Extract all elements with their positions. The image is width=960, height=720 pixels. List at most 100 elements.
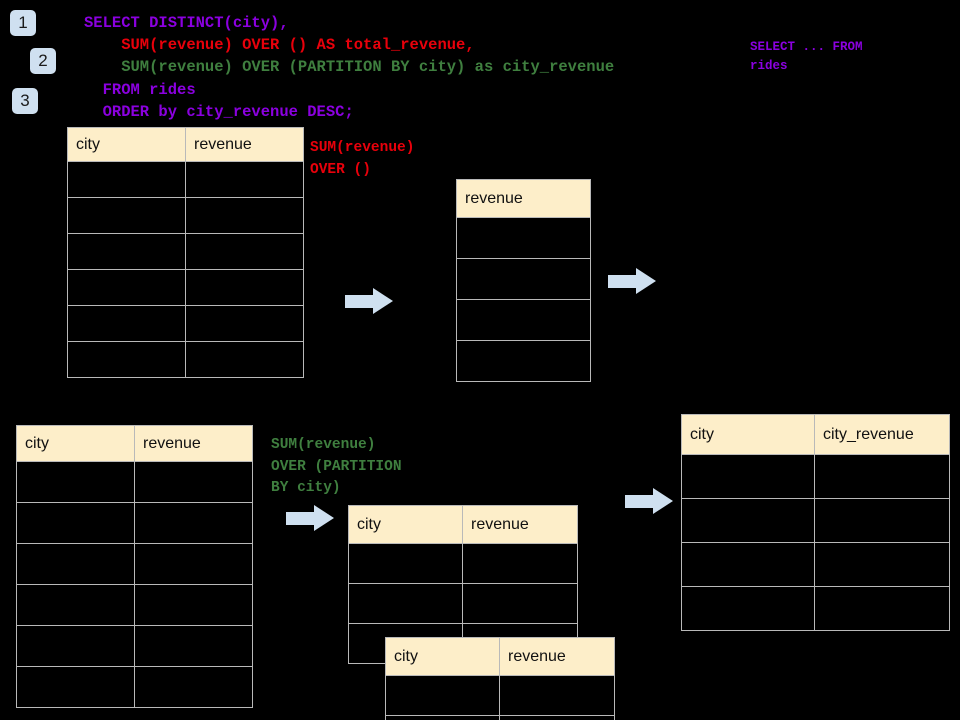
column-header-revenue: revenue: [134, 425, 253, 462]
table-cell: [134, 666, 253, 708]
table-row: [16, 502, 253, 544]
table-row: [67, 269, 304, 306]
annotation-total-revenue: SUM(revenue) OVER (): [310, 140, 415, 178]
arrow-source-to-partition: [286, 505, 334, 531]
table-cell: [134, 584, 253, 626]
column-header-revenue: revenue: [462, 505, 578, 544]
sql-line-city-revenue: SUM(revenue) OVER (PARTITION BY city) as…: [84, 58, 615, 76]
table-row: [681, 542, 950, 587]
column-header-revenue: revenue: [456, 179, 591, 218]
table-cell: [16, 543, 135, 585]
table-cell: [814, 498, 950, 543]
table-row: [456, 217, 591, 259]
table-cell: [681, 586, 815, 631]
arrow-shaft: [286, 512, 316, 525]
table-row: [456, 299, 591, 341]
arrow-shaft: [625, 495, 655, 508]
table-cell: [67, 305, 186, 342]
arrow-partition-to-result: [625, 488, 673, 514]
table-cell: [681, 498, 815, 543]
table-cell: [456, 258, 591, 300]
arrow-head: [373, 288, 393, 314]
table-row: [67, 305, 304, 342]
sql-line-select: SELECT DISTINCT(city),: [84, 14, 289, 32]
arrow-source-to-total: [345, 288, 393, 314]
table-cell: [16, 461, 135, 503]
sql-line-from: FROM rides: [84, 81, 196, 99]
table-row: [385, 675, 615, 716]
table-row: [681, 498, 950, 543]
table-cell: [385, 675, 500, 716]
table-row: [67, 197, 304, 234]
table-row: [67, 233, 304, 270]
table-row: [681, 586, 950, 631]
table-cell: [16, 584, 135, 626]
arrow-shaft: [608, 275, 638, 288]
table-cell: [185, 305, 304, 342]
table-cell: [462, 583, 578, 624]
total-revenue-table: revenue: [456, 179, 591, 382]
arrow-shaft: [345, 295, 375, 308]
table-cell: [67, 233, 186, 270]
arrow-total-to-result: [608, 268, 656, 294]
table-cell: [134, 461, 253, 503]
table-row: [456, 340, 591, 382]
table-cell: [385, 715, 500, 720]
table-cell: [499, 675, 615, 716]
column-header-city: city: [67, 127, 186, 162]
table-cell: [67, 341, 186, 378]
table-cell: [681, 454, 815, 499]
column-header-revenue: revenue: [185, 127, 304, 162]
table-row: [385, 715, 615, 720]
table-cell: [348, 583, 463, 624]
table-row: [681, 454, 950, 499]
column-header-city: city: [16, 425, 135, 462]
table-cell: [456, 217, 591, 259]
column-header-city: city: [681, 414, 815, 455]
step-badge-1: 1: [10, 10, 36, 36]
table-header-row: revenue: [456, 179, 591, 218]
table-cell: [185, 161, 304, 198]
table-cell: [67, 161, 186, 198]
sql-line-order-by: ORDER by city_revenue DESC;: [84, 103, 354, 121]
table-row: [348, 543, 578, 584]
table-cell: [67, 197, 186, 234]
table-row: [16, 461, 253, 503]
table-row: [67, 341, 304, 378]
table-cell: [814, 454, 950, 499]
annotation-city-revenue: SUM(revenue) OVER (PARTITION BY city): [271, 437, 402, 496]
column-header-city: city: [348, 505, 463, 544]
table-cell: [134, 543, 253, 585]
table-cell: [67, 269, 186, 306]
table-cell: [16, 502, 135, 544]
column-header-city_revenue: city_revenue: [814, 414, 950, 455]
table-cell: [348, 543, 463, 584]
table-cell: [185, 197, 304, 234]
table-cell: [681, 542, 815, 587]
column-header-revenue: revenue: [499, 637, 615, 676]
table-cell: [814, 586, 950, 631]
column-header-city: city: [385, 637, 500, 676]
sql-line-total-revenue: SUM(revenue) OVER () AS total_revenue,: [84, 36, 475, 54]
table-cell: [16, 625, 135, 667]
table-cell: [185, 233, 304, 270]
table-cell: [134, 502, 253, 544]
table-row: [16, 666, 253, 708]
table-row: [67, 161, 304, 198]
table-cell: [462, 543, 578, 584]
table-row: [16, 625, 253, 667]
sql-side-note: SELECT ... FROM rides: [750, 40, 863, 73]
table-cell: [499, 715, 615, 720]
table-cell: [134, 625, 253, 667]
table-row: [16, 543, 253, 585]
